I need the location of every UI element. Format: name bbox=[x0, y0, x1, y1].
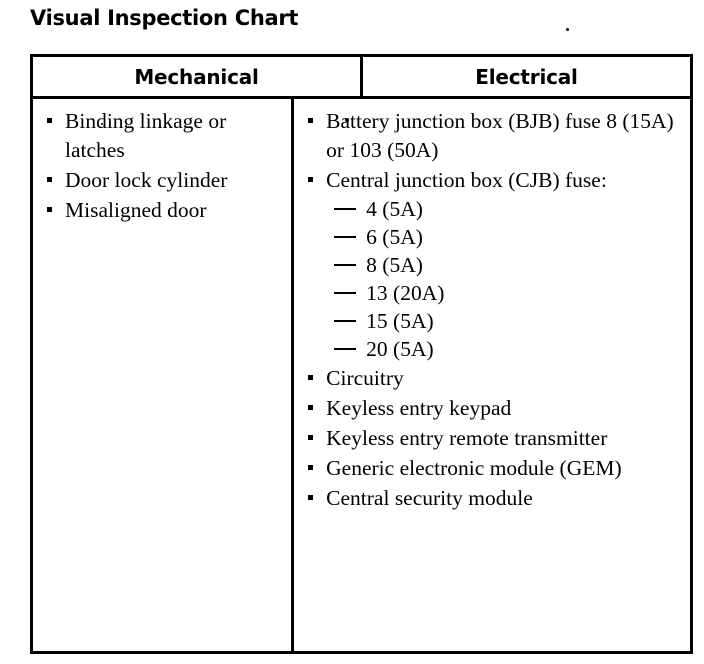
sublist-item: 6 (5A) bbox=[326, 223, 684, 251]
dash-icon bbox=[334, 236, 357, 238]
list-item: Door lock cylinder bbox=[39, 166, 285, 195]
list-item: Keyless entry keypad bbox=[300, 394, 684, 423]
sublist-item: 4 (5A) bbox=[326, 195, 684, 223]
list-item: Misaligned door bbox=[39, 196, 285, 225]
list-item-label: Generic electronic module (GEM) bbox=[326, 456, 622, 480]
list-item-label: Binding linkage or latches bbox=[65, 109, 227, 162]
bullet-icon bbox=[47, 177, 52, 182]
bullet-icon bbox=[47, 207, 52, 212]
sublist-item-label: 13 (20A) bbox=[366, 281, 445, 305]
sublist-item-label: 6 (5A) bbox=[366, 225, 423, 249]
dash-icon bbox=[334, 320, 357, 322]
bullet-icon bbox=[308, 495, 314, 500]
list-item-label: Battery junction box (BJB) fuse 8 (15A) … bbox=[326, 109, 674, 162]
list-item-label: Circuitry bbox=[326, 366, 404, 390]
visual-inspection-table: Mechanical Electrical Binding linkage or… bbox=[30, 54, 693, 654]
list-item: Binding linkage or latches bbox=[39, 107, 285, 165]
column-header-mechanical: Mechanical bbox=[134, 64, 259, 89]
list-item-label: Keyless entry keypad bbox=[326, 396, 512, 420]
mechanical-cell: Binding linkage or latches Door lock cyl… bbox=[33, 99, 291, 651]
sublist-item: 20 (5A) bbox=[326, 335, 684, 363]
dash-icon bbox=[334, 264, 357, 266]
bullet-icon bbox=[308, 435, 314, 440]
sublist-item: 15 (5A) bbox=[326, 307, 684, 335]
bullet-icon bbox=[308, 177, 314, 182]
dash-icon bbox=[334, 292, 357, 294]
list-item: Circuitry bbox=[300, 364, 684, 393]
electrical-cell: Battery junction box (BJB) fuse 8 (15A) … bbox=[291, 99, 690, 651]
list-item: Central junction box (CJB) fuse: 4 (5A) … bbox=[300, 166, 684, 363]
sublist-item: 8 (5A) bbox=[326, 251, 684, 279]
list-item-label: Door lock cylinder bbox=[65, 168, 228, 192]
list-item-label: Keyless entry remote transmitter bbox=[326, 426, 608, 450]
electrical-list: Battery junction box (BJB) fuse 8 (15A) … bbox=[300, 107, 684, 513]
sublist-item-label: 8 (5A) bbox=[366, 253, 423, 277]
mechanical-list: Binding linkage or latches Door lock cyl… bbox=[39, 107, 285, 225]
list-item: Keyless entry remote transmitter bbox=[300, 424, 684, 453]
list-item: Generic electronic module (GEM) bbox=[300, 454, 684, 483]
list-item-label: Central junction box (CJB) fuse: bbox=[326, 168, 607, 192]
list-item-label: Central security module bbox=[326, 486, 533, 510]
list-item-label: Misaligned door bbox=[65, 198, 207, 222]
dash-icon bbox=[334, 208, 357, 210]
bullet-icon bbox=[308, 405, 314, 410]
scan-artifact-speck bbox=[345, 118, 349, 122]
bullet-icon bbox=[308, 118, 314, 123]
bullet-icon bbox=[308, 465, 314, 470]
table-header-row: Mechanical Electrical bbox=[33, 57, 690, 99]
bullet-icon bbox=[47, 118, 52, 123]
list-item: Battery junction box (BJB) fuse 8 (15A) … bbox=[300, 107, 684, 165]
list-item: Central security module bbox=[300, 484, 684, 513]
sublist-item-label: 4 (5A) bbox=[366, 197, 423, 221]
sublist-item-label: 20 (5A) bbox=[366, 337, 434, 361]
sublist-item: 13 (20A) bbox=[326, 279, 684, 307]
table-body-row: Binding linkage or latches Door lock cyl… bbox=[33, 99, 690, 651]
scan-artifact-speck bbox=[101, 123, 103, 125]
sublist-item-label: 15 (5A) bbox=[366, 309, 434, 333]
column-header-electrical: Electrical bbox=[360, 57, 690, 96]
fuse-sublist: 4 (5A) 6 (5A) 8 (5A) bbox=[326, 195, 684, 363]
scan-artifact-speck bbox=[566, 28, 569, 31]
dash-icon bbox=[334, 348, 357, 350]
bullet-icon bbox=[308, 375, 314, 380]
page-title: Visual Inspection Chart bbox=[30, 6, 299, 30]
